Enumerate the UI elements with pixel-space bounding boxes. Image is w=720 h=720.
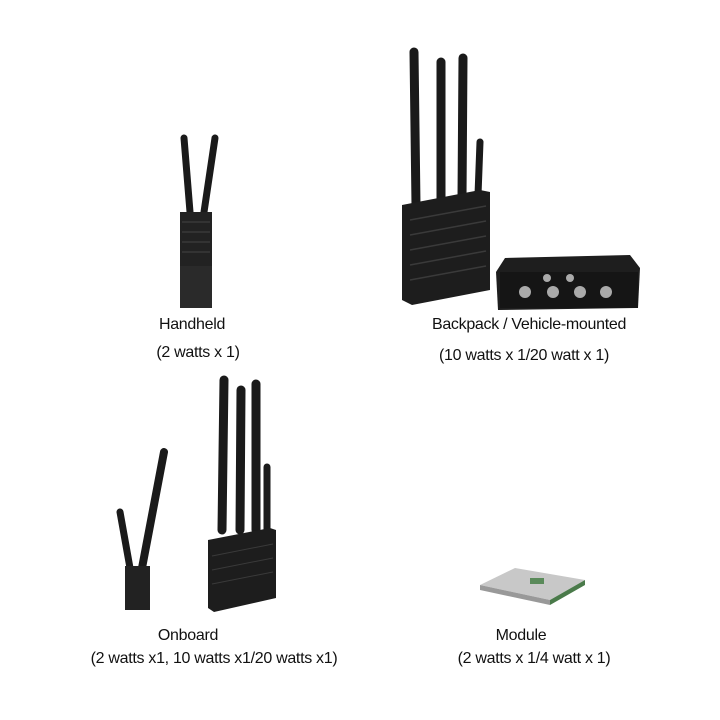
module-title: Module: [495, 627, 547, 644]
module-spec: (2 watts x 1/4 watt x 1): [457, 650, 611, 667]
onboard-device-image: [116, 375, 276, 612]
backpack-spec: (10 watts x 1/20 watt x 1): [438, 347, 610, 364]
backpack-device-image: [402, 47, 490, 305]
handheld-spec: (2 watts x 1): [156, 344, 240, 361]
handheld-title: Handheld: [158, 316, 226, 333]
module-device-image: [480, 568, 585, 605]
handheld-device-image: [180, 134, 219, 308]
backpack-title: Backpack / Vehicle-mounted: [431, 316, 627, 333]
vehicle-device-image: [496, 255, 640, 310]
onboard-spec: (2 watts x1, 10 watts x1/20 watts x1): [90, 650, 338, 667]
onboard-title: Onboard: [157, 627, 219, 644]
